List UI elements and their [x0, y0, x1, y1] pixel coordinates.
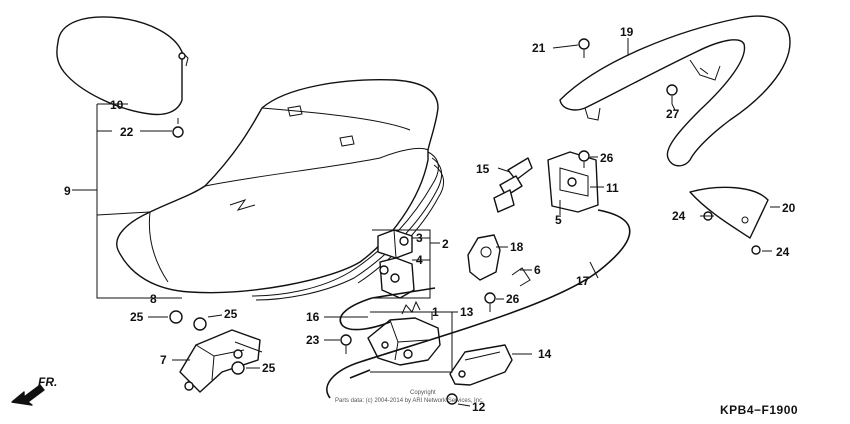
callout-12: 12 [472, 400, 486, 414]
fasteners [169, 38, 761, 405]
callout-16: 16 [306, 310, 320, 324]
callout-27: 27 [666, 107, 680, 121]
callout-17: 17 [576, 274, 590, 288]
seat-lock-cables [326, 209, 631, 399]
callout-15: 15 [476, 162, 490, 176]
front-direction-arrow [11, 384, 45, 406]
backrest-pad [56, 16, 189, 116]
callout-7: 7 [160, 353, 167, 367]
callout-18: 18 [510, 240, 524, 254]
callout-22: 22 [120, 125, 134, 139]
callout-26-upper: 26 [600, 151, 614, 165]
callout-5: 5 [555, 213, 562, 227]
callout-25-left: 25 [130, 310, 144, 324]
copyright-line1: Copyright [410, 390, 436, 396]
callout-13: 13 [460, 305, 474, 319]
main-seat [116, 79, 444, 301]
callout-6: 6 [534, 263, 541, 277]
front-direction-label: FR. [38, 375, 57, 389]
callout-9: 9 [64, 184, 71, 198]
copyright-line2: Parts data: (c) 2004-2014 by ARI Network… [335, 398, 484, 404]
callout-4: 4 [416, 253, 423, 267]
tray-cover [449, 344, 513, 386]
helmet-holder [547, 151, 599, 213]
callout-14: 14 [538, 347, 552, 361]
callout-24-lower: 24 [776, 245, 790, 259]
callout-23: 23 [306, 333, 320, 347]
side-cover [689, 186, 769, 239]
callout-11: 11 [606, 181, 619, 195]
callouts: 10 22 9 8 25 25 25 7 16 23 3 2 4 1 13 15… [64, 25, 796, 414]
cable-guide [467, 234, 501, 281]
callout-3: 3 [416, 231, 423, 245]
callout-24-upper: 24 [672, 209, 686, 223]
hinge-bracket [179, 329, 263, 393]
callout-26-lower: 26 [506, 292, 520, 306]
callout-21: 21 [532, 41, 546, 55]
cable-clip [511, 267, 531, 287]
callout-20: 20 [782, 201, 796, 215]
key-cylinder [493, 157, 533, 213]
callout-8: 8 [150, 292, 157, 306]
grab-rail [559, 15, 791, 167]
callout-25-right: 25 [224, 307, 238, 321]
callout-25-bottom: 25 [262, 361, 276, 375]
callout-2: 2 [442, 237, 449, 251]
leader-lines [72, 38, 780, 407]
diagram-code: KPB4−F1900 [720, 403, 798, 417]
callout-10: 10 [110, 98, 124, 112]
callout-19: 19 [620, 25, 634, 39]
callout-1: 1 [432, 305, 439, 319]
seat-catch [377, 229, 415, 299]
